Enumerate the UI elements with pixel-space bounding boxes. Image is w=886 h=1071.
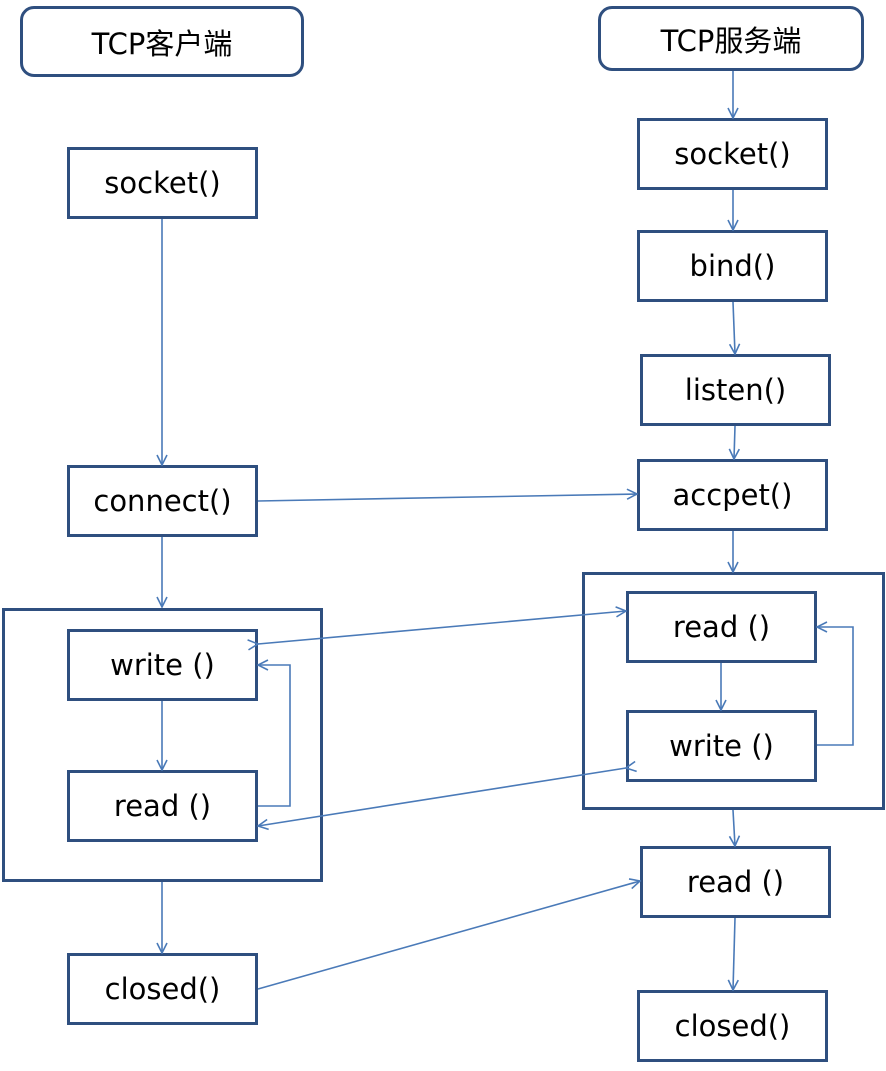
client-write-node: write () — [67, 629, 258, 701]
client-connect-node: connect() — [67, 465, 258, 537]
arrow-server-write-loopback — [817, 627, 854, 746]
client-header: TCP客户端 — [20, 6, 304, 77]
client-read-node: read () — [67, 770, 258, 842]
client-closed-node: closed() — [67, 953, 258, 1025]
client-socket-node: socket() — [67, 147, 258, 219]
arrow-client-closed-to-server-read — [257, 881, 640, 990]
arrow-connect-to-accept — [257, 494, 637, 502]
arrow-client-read-loopback — [258, 665, 291, 807]
server-closed-node: closed() — [637, 990, 828, 1062]
arrow-server-write-to-client-read — [258, 768, 626, 826]
arrow-server-listen-to-accept — [734, 425, 735, 459]
arrow-server-loop-to-read2 — [733, 809, 735, 846]
server-read2-node: read () — [640, 846, 831, 918]
server-header: TCP服务端 — [598, 6, 864, 71]
server-write-node: write () — [626, 710, 817, 782]
server-listen-node: listen() — [640, 354, 831, 426]
arrow-client-write-to-server-read — [258, 611, 626, 644]
server-loop-group — [582, 572, 885, 810]
server-bind-node: bind() — [637, 230, 828, 302]
arrow-server-read2-to-closed — [733, 917, 735, 990]
server-socket-node: socket() — [637, 118, 828, 190]
client-loop-group — [2, 608, 323, 882]
arrow-server-bind-to-listen — [733, 301, 735, 354]
server-accept-node: accpet() — [637, 459, 828, 531]
